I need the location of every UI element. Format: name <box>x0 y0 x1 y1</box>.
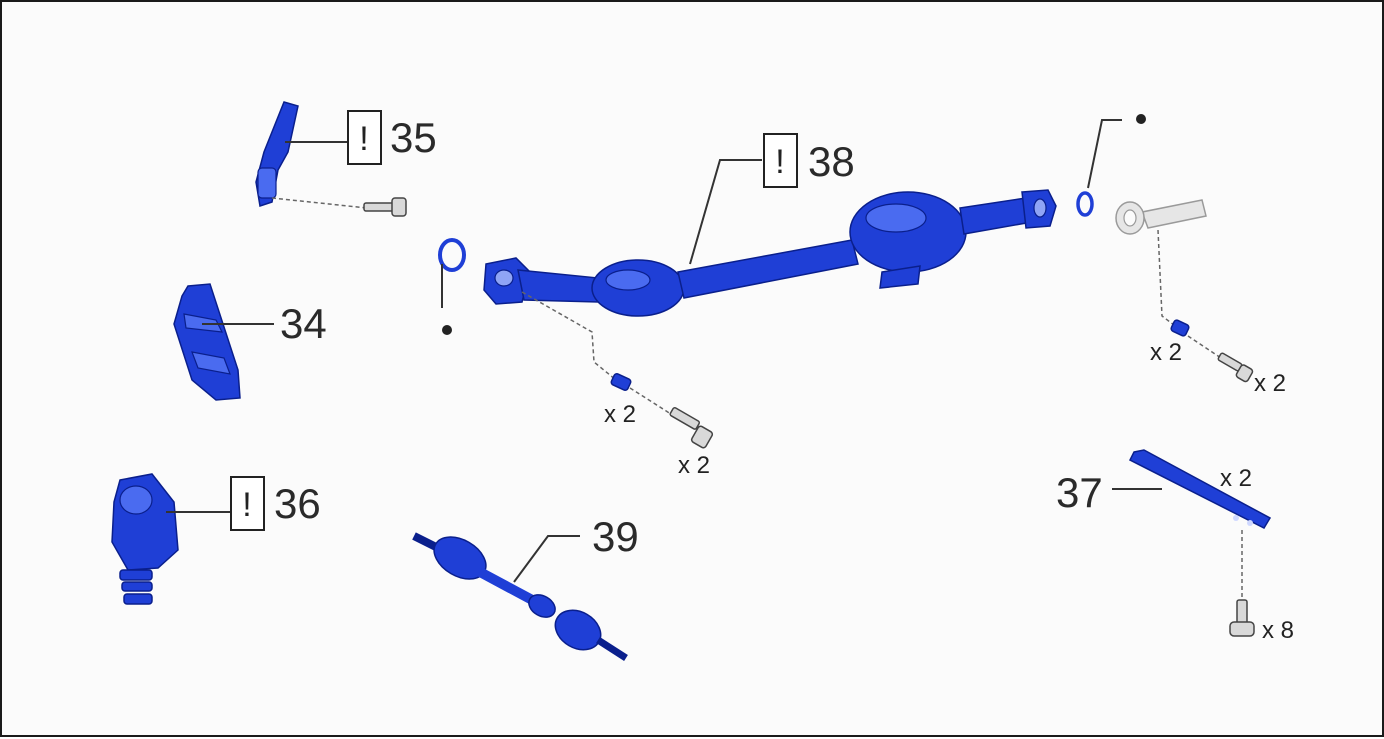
reference-dot-icon <box>442 325 452 335</box>
tail-pipe-context <box>1115 199 1207 235</box>
part-36-manifold-converter[interactable] <box>111 473 179 605</box>
bolt-icon[interactable] <box>1229 599 1255 637</box>
leader-38 <box>689 159 762 265</box>
bolt-icon[interactable] <box>1217 352 1254 383</box>
warning-glyph: ! <box>359 120 368 158</box>
leader-39 <box>513 535 580 583</box>
warning-glyph: ! <box>242 486 251 524</box>
gasket-ring-icon[interactable] <box>438 238 466 272</box>
qty-flange-nut: x 2 <box>604 401 636 428</box>
qty-rear-nut: x 2 <box>1150 339 1182 366</box>
gasket-ring-icon[interactable] <box>1076 191 1094 217</box>
callout-39: 39 <box>592 513 639 560</box>
nut-icon[interactable] <box>610 372 632 392</box>
reference-dot-icon <box>1136 114 1146 124</box>
warning-box-icon <box>347 110 382 165</box>
warning-glyph: ! <box>775 143 784 181</box>
qty-bracket-bolt: x 8 <box>1262 617 1294 644</box>
callout-35: 35 <box>390 114 437 161</box>
callout-37: 37 <box>1056 469 1103 516</box>
bolt-icon[interactable] <box>669 407 714 449</box>
warning-box-36: ! <box>230 476 265 531</box>
part-34-heat-shield[interactable] <box>173 283 241 401</box>
callout-36: 36 <box>274 480 321 527</box>
qty-bracket: x 2 <box>1220 465 1252 492</box>
part-37-bracket[interactable] <box>1128 449 1272 529</box>
qty-rear-bolt: x 2 <box>1254 370 1286 397</box>
warning-box-35: ! <box>347 110 382 165</box>
bolt-icon[interactable] <box>363 197 407 217</box>
warning-box-icon <box>763 133 798 188</box>
qty-flange-bolt: x 2 <box>678 452 710 479</box>
nut-icon[interactable] <box>1170 319 1190 337</box>
part-38-catalytic-converter[interactable] <box>483 189 1057 317</box>
callout-38: 38 <box>808 138 855 185</box>
callout-34: 34 <box>280 300 327 347</box>
part-39-drive-shaft[interactable] <box>412 528 628 661</box>
warning-box-icon <box>230 476 265 531</box>
part-35-front-pipe[interactable] <box>255 101 299 207</box>
warning-box-38: ! <box>763 133 798 188</box>
